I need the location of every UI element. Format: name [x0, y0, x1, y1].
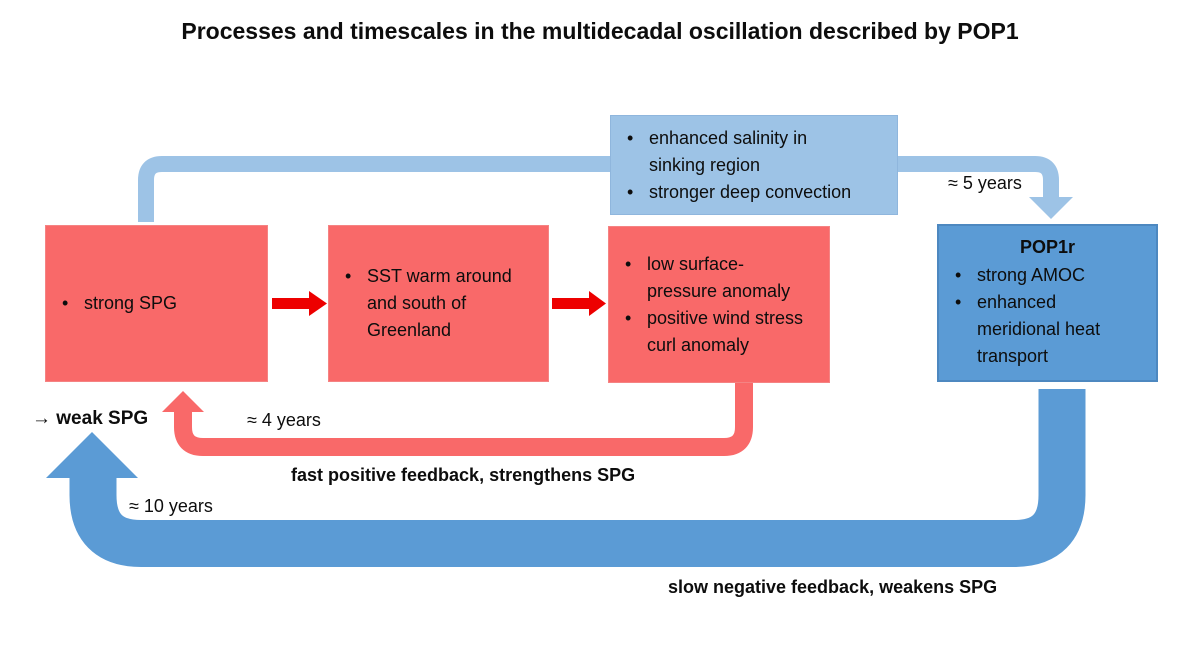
list-item: enhanced salinity in sinking region	[624, 125, 893, 179]
label-ten-years: ≈ 10 years	[129, 496, 213, 516]
label-fast-feedback: fast positive feedback, strengthens SPG	[291, 465, 636, 485]
box-to-box-arrow-1	[272, 291, 327, 316]
spg-to-convection-arrow	[138, 156, 1059, 222]
list-item: strong AMOC	[952, 262, 1152, 289]
box-sst-warm: SST warm around and south of Greenland	[328, 225, 549, 382]
box-pressure-anomaly: low surface- pressure anomaly positive w…	[608, 226, 830, 383]
slow-feedback-arrowhead	[46, 432, 138, 478]
list-item: stronger deep convection	[624, 179, 893, 206]
fast-feedback-arrowhead	[162, 391, 204, 412]
list-item: low surface- pressure anomaly	[622, 251, 825, 305]
diagram-title: Processes and timescales in the multidec…	[181, 18, 1019, 44]
list-item: positive wind stress curl anomaly	[622, 305, 825, 359]
box-pop1r: POP1r strong AMOC enhanced meridional he…	[937, 224, 1158, 382]
box-strong-spg: strong SPG	[45, 225, 268, 382]
label-slow-feedback: slow negative feedback, weakens SPG	[668, 577, 998, 597]
spg-to-convection-arrowhead	[1029, 197, 1073, 219]
box-salinity-convection-list: enhanced salinity in sinking region stro…	[611, 125, 897, 206]
list-item: SST warm around and south of Greenland	[342, 263, 544, 344]
box-salinity-convection: enhanced salinity in sinking region stro…	[610, 115, 898, 215]
box-pressure-anomaly-list: low surface- pressure anomaly positive w…	[609, 251, 829, 359]
box-sst-warm-list: SST warm around and south of Greenland	[329, 263, 548, 344]
slow-feedback-arrow	[69, 389, 1086, 567]
label-weak-spg: → weak SPG	[32, 408, 149, 429]
box-pop1r-list: strong AMOC enhanced meridional heat tra…	[939, 262, 1156, 370]
pop1r-heading: POP1r	[1019, 237, 1076, 257]
box-strong-spg-list: strong SPG	[46, 290, 267, 317]
fast-feedback-arrow	[174, 382, 753, 456]
label-five-years: ≈ 5 years	[948, 173, 1022, 193]
label-four-years: ≈ 4 years	[247, 410, 321, 430]
box-to-box-arrow-2	[552, 291, 606, 316]
list-item: enhanced meridional heat transport	[952, 289, 1152, 370]
list-item: strong SPG	[59, 290, 263, 317]
